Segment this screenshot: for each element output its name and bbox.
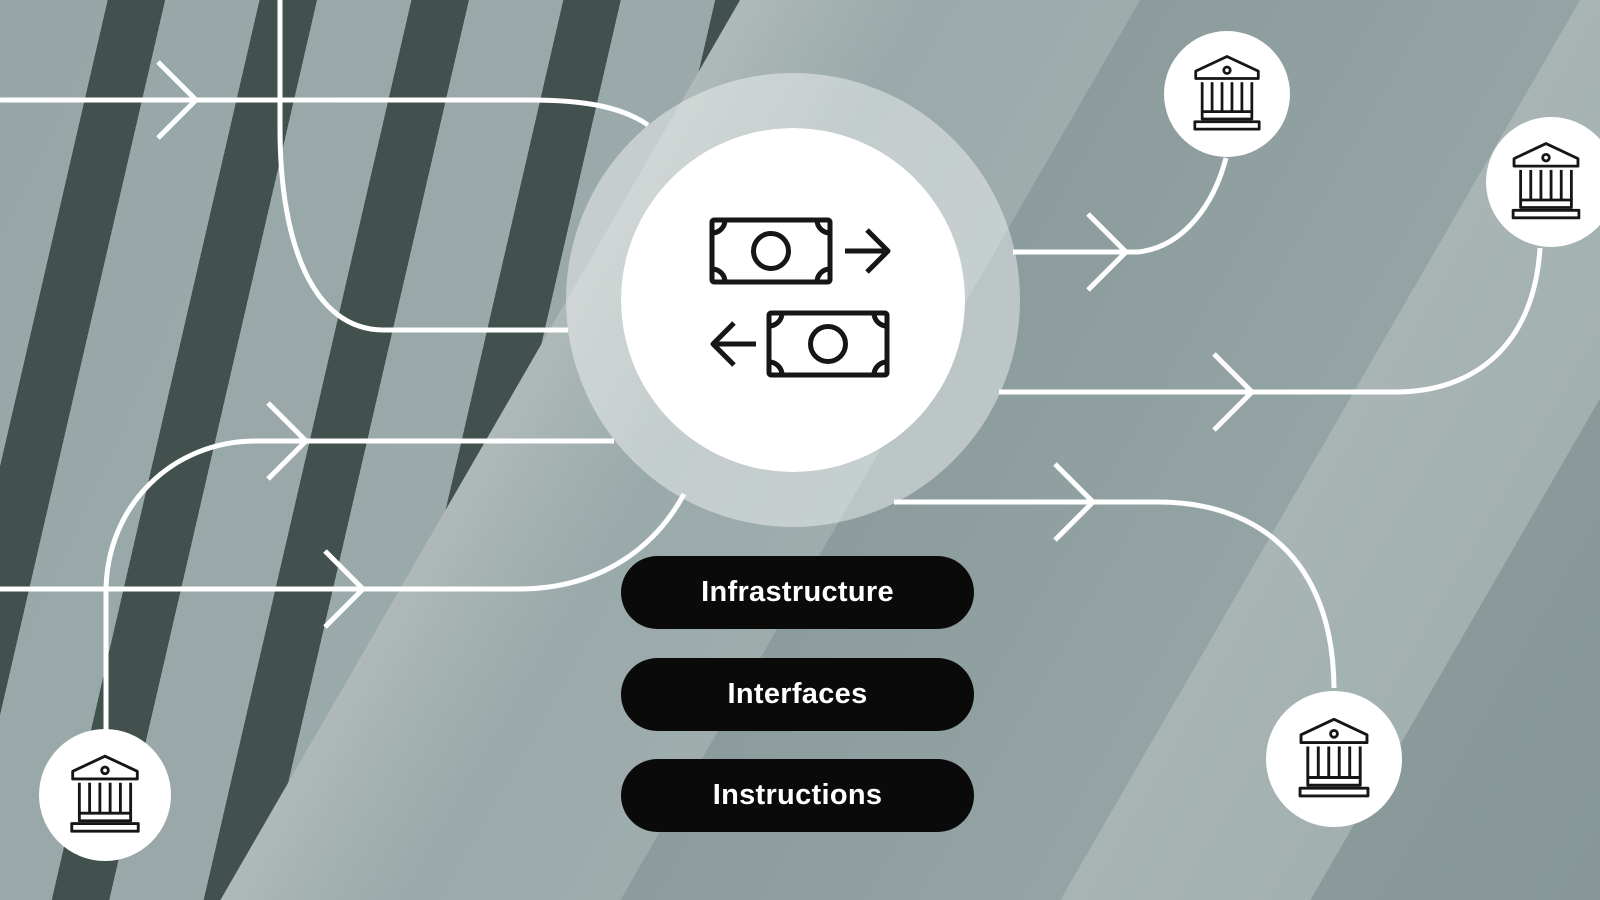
flow-line-to-bottom-right-bank xyxy=(894,499,1337,689)
bank-node-circle xyxy=(39,729,171,861)
flow-lines xyxy=(0,0,1543,730)
bank-node-top-right xyxy=(1164,31,1290,157)
bank-node-circle xyxy=(1164,31,1290,157)
arrow-right-icon xyxy=(266,401,309,481)
banknote-out xyxy=(709,217,833,285)
pill-instructions[interactable]: Instructions xyxy=(621,759,974,832)
pill-interfaces[interactable]: Interfaces xyxy=(621,658,974,731)
bank-node-circle xyxy=(1266,691,1402,827)
arrow-right-icon xyxy=(323,549,366,629)
money-transfer-icon xyxy=(709,217,891,378)
pill-label: Instructions xyxy=(712,779,883,811)
bank-node-bottom-left xyxy=(39,729,171,861)
central-hub xyxy=(566,73,1020,527)
flow-line-from-bottom-left-bank xyxy=(103,438,614,730)
banknote-in xyxy=(766,310,890,378)
bank-node-right xyxy=(1486,117,1600,247)
arrow-left-icon xyxy=(710,321,736,367)
flow-line-to-top-right-bank xyxy=(1013,157,1229,255)
flow-line-upper-curve xyxy=(277,0,568,333)
hub-circle xyxy=(621,128,965,472)
flow-line-to-right-bank xyxy=(999,247,1543,395)
flow-line-top-left xyxy=(0,97,650,128)
arrow-right-icon xyxy=(865,228,891,274)
arrow-right-icon xyxy=(1053,462,1096,542)
arrow-right-icon xyxy=(156,60,199,140)
pill-infrastructure[interactable]: Infrastructure xyxy=(621,556,974,629)
bank-node-bottom-right xyxy=(1266,691,1402,827)
arrow-right-icon xyxy=(1212,352,1255,432)
pill-label: Infrastructure xyxy=(701,576,894,608)
pill-label: Interfaces xyxy=(727,678,868,710)
hub-ring xyxy=(566,73,1020,527)
flow-line-lower-left xyxy=(0,492,687,592)
bank-node-circle xyxy=(1486,117,1600,247)
arrow-right-icon xyxy=(1086,212,1129,292)
